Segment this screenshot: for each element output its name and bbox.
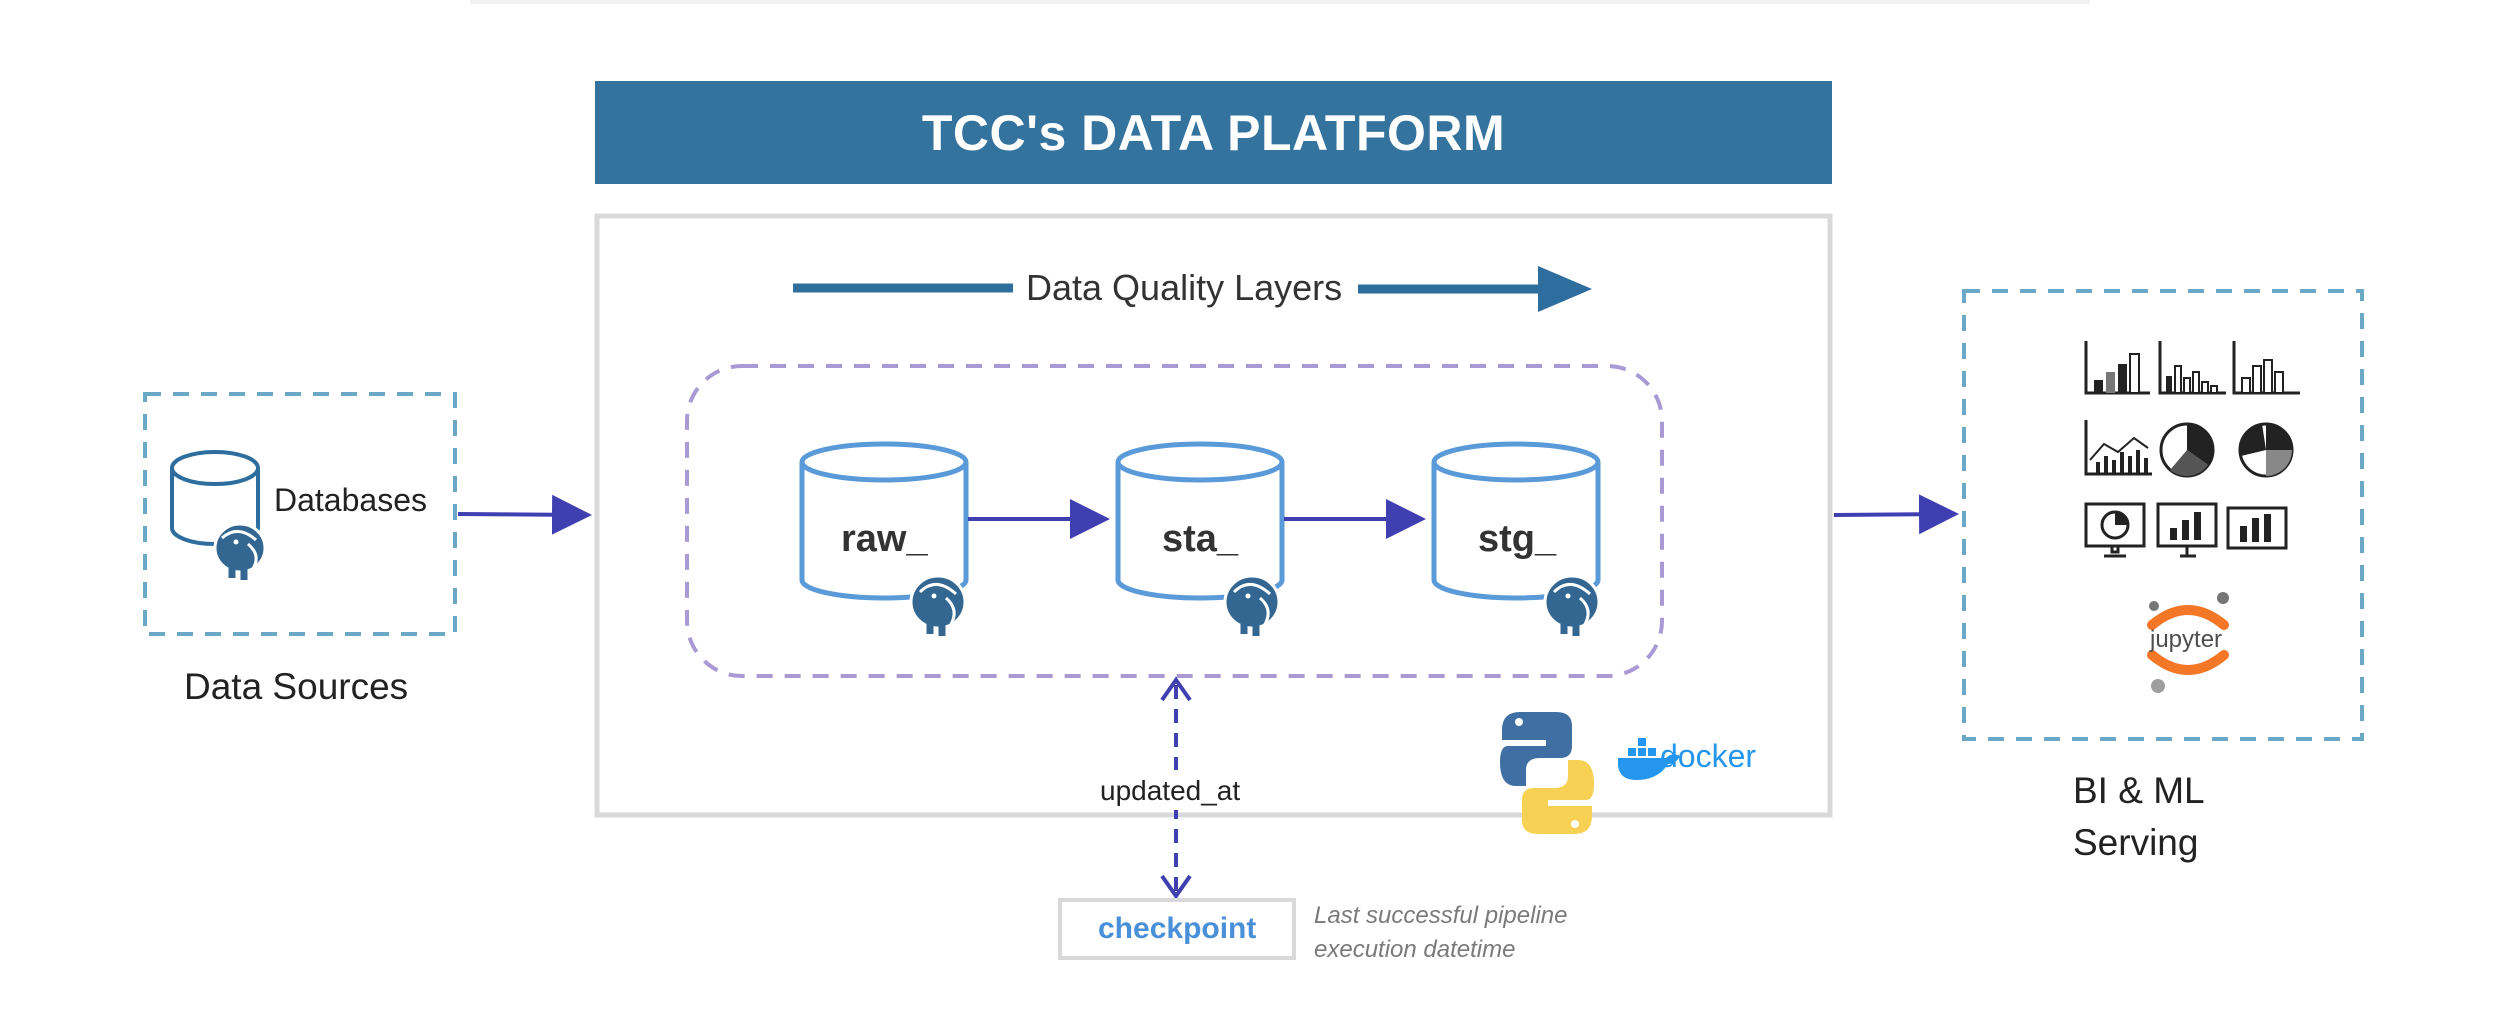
- data-quality-arrow: [793, 266, 1592, 312]
- top-shadow: [470, 0, 2090, 4]
- stg-cylinder: [1431, 441, 1601, 601]
- arrow-platform-to-serving: [1833, 494, 1959, 535]
- postgres-elephant-icon-stg: [1543, 574, 1601, 636]
- sta-layer-label: sta_: [1162, 518, 1239, 560]
- bar-chart-icon-1: [2084, 341, 2150, 395]
- trend-chart-icon: [2084, 420, 2152, 476]
- checkpoint-note-line1: Last successful pipeline: [1314, 902, 1568, 929]
- dashboard-bar-icon: [2226, 506, 2288, 550]
- arrow-sources-to-platform: [457, 494, 592, 535]
- layers-container: [685, 364, 1664, 678]
- checkpoint-box: [1058, 898, 1296, 960]
- page-title: TCC's DATA PLATFORM: [921, 104, 1506, 161]
- serving-box: [1962, 289, 2364, 741]
- data-quality-label: Data Quality Layers: [1020, 270, 1349, 306]
- stg-layer-label: stg_: [1478, 518, 1557, 560]
- raw-layer-label: raw_: [841, 518, 928, 560]
- postgres-elephant-icon-sta: [1223, 574, 1281, 636]
- jupyter-icon: [2147, 592, 2229, 693]
- monitor-pie-icon: [2084, 502, 2146, 558]
- raw-cylinder: [799, 441, 969, 601]
- updated-at-label: updated_at: [1100, 775, 1241, 806]
- docker-label: docker: [1660, 738, 1757, 774]
- postgres-elephant-icon-raw: [909, 574, 967, 636]
- data-sources-caption: Data Sources: [184, 666, 409, 707]
- pie-chart-icon-1: [2159, 422, 2215, 478]
- serving-caption-line2: Serving: [2073, 822, 2199, 863]
- databases-label: Databases: [274, 482, 427, 518]
- serving-caption-line1: BI & ML: [2073, 770, 2205, 811]
- title-banner: TCC's DATA PLATFORM: [595, 81, 1832, 184]
- updated-at-label-bg: [1098, 770, 1254, 810]
- pie-chart-icon-2: [2238, 422, 2294, 478]
- python-icon: [1500, 712, 1594, 834]
- monitor-bar-icon: [2156, 502, 2218, 558]
- data-sources-box: [143, 392, 457, 636]
- bar-chart-icon-2: [2158, 341, 2226, 395]
- checkpoint-note-line2: execution datetime: [1314, 936, 1516, 963]
- bar-chart-icon-3: [2232, 341, 2300, 395]
- jupyter-label: jupyter: [2150, 626, 2223, 653]
- platform-container: [594, 213, 1833, 818]
- postgres-elephant-icon: [213, 522, 267, 580]
- dq-arrow-head: [1538, 266, 1592, 312]
- checkpoint-label: checkpoint: [1098, 912, 1257, 945]
- docker-whale-icon: [1618, 738, 1680, 780]
